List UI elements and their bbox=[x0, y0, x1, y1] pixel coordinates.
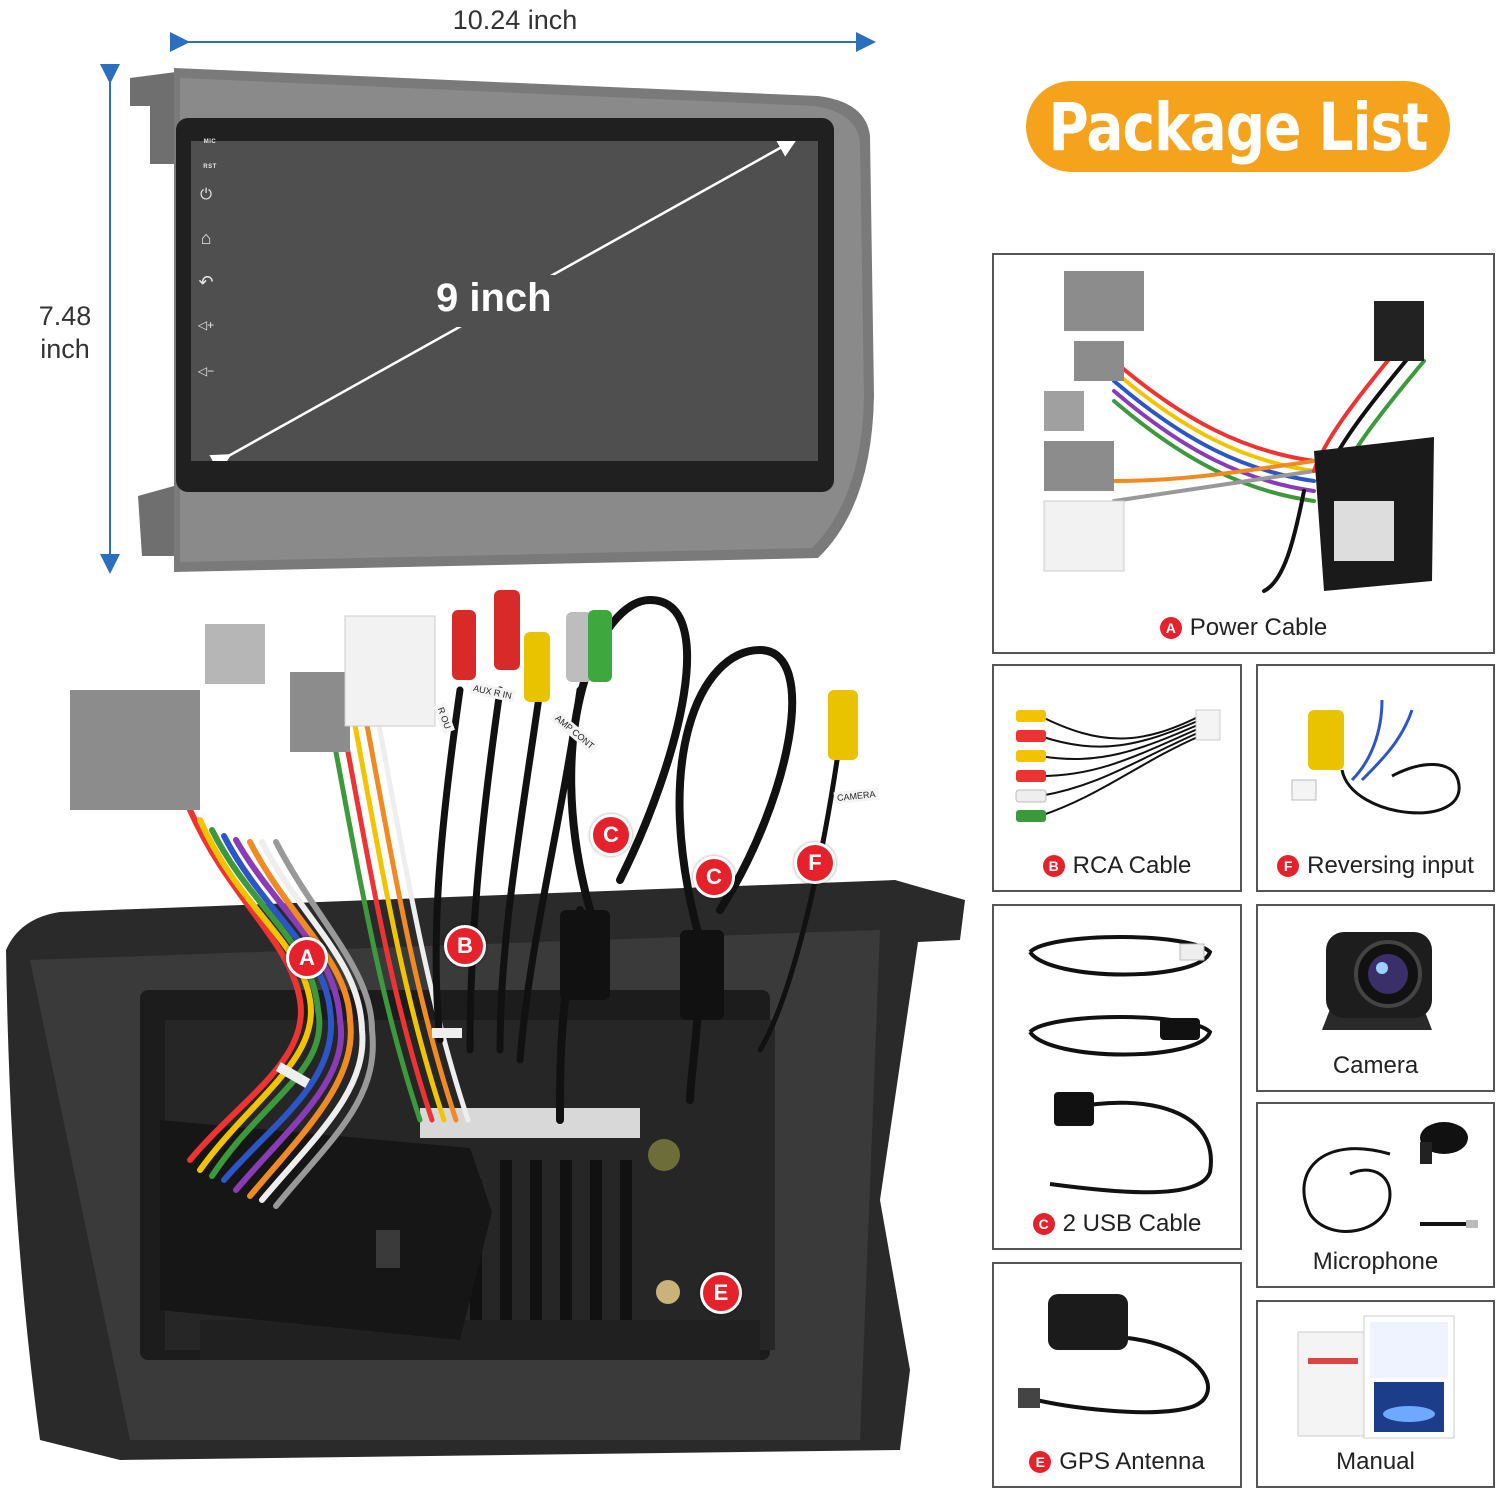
package-item-reversing-input: F Reversing input bbox=[1256, 664, 1495, 892]
diagonal-size-arrow bbox=[209, 141, 798, 461]
rca-cable-label: B RCA Cable bbox=[994, 852, 1240, 880]
power-cable-image bbox=[1043, 271, 1434, 593]
package-list-title: Package List bbox=[1048, 88, 1429, 165]
reversing-input-image bbox=[1291, 699, 1461, 815]
gps-antenna-label: E GPS Antenna bbox=[994, 1448, 1240, 1476]
manual-label: Manual bbox=[1258, 1448, 1493, 1476]
power-cable-text: Power Cable bbox=[1189, 614, 1328, 641]
callout-c-1: C bbox=[590, 814, 632, 856]
usb-cable-label: C 2 USB Cable bbox=[994, 1210, 1240, 1238]
manual-image bbox=[1297, 1315, 1455, 1439]
package-item-rca-cable: B RCA Cable bbox=[992, 664, 1242, 892]
home-icon[interactable]: ⌂ bbox=[200, 228, 212, 248]
reversing-input-label: F Reversing input bbox=[1258, 852, 1493, 880]
camera-image bbox=[1322, 932, 1432, 1030]
height-dimension-unit: inch bbox=[40, 334, 90, 364]
height-dimension-label: 7.48 inch bbox=[20, 300, 110, 366]
callout-c-2: C bbox=[693, 856, 735, 898]
reversing-input-text: Reversing input bbox=[1307, 852, 1474, 879]
camera-label: Camera bbox=[1258, 1052, 1493, 1080]
reset-label: RST bbox=[203, 164, 217, 170]
back-icon[interactable]: ↶ bbox=[198, 272, 214, 292]
power-cable-label: A Power Cable bbox=[994, 614, 1493, 642]
package-item-camera: Camera bbox=[1256, 904, 1495, 1092]
letter-badge-a: A bbox=[1159, 617, 1182, 639]
letter-badge-b: B bbox=[1042, 855, 1065, 877]
package-list-title-pill: Package List bbox=[1026, 81, 1450, 172]
volume-up-icon[interactable]: ◁+ bbox=[197, 318, 215, 332]
microphone-label: Microphone bbox=[1258, 1248, 1493, 1276]
rca-cable-text: RCA Cable bbox=[1072, 852, 1192, 879]
microphone-text: Microphone bbox=[1312, 1248, 1439, 1275]
letter-badge-c: C bbox=[1032, 1213, 1055, 1235]
usb-cable-text: 2 USB Cable bbox=[1062, 1210, 1202, 1237]
callout-e: E bbox=[700, 1272, 742, 1314]
mic-label: MIC bbox=[203, 139, 217, 145]
callout-f: F bbox=[794, 842, 836, 884]
gps-antenna-image bbox=[1018, 1294, 1210, 1415]
letter-badge-f: F bbox=[1277, 855, 1300, 877]
volume-down-icon[interactable]: ◁− bbox=[197, 364, 215, 378]
package-item-microphone: Microphone bbox=[1256, 1102, 1495, 1288]
rear-wiring-photo bbox=[6, 590, 965, 1460]
package-item-gps-antenna: E GPS Antenna bbox=[992, 1262, 1242, 1488]
height-dimension-value: 7.48 bbox=[38, 301, 92, 331]
gps-antenna-text: GPS Antenna bbox=[1059, 1448, 1205, 1475]
letter-badge-e: E bbox=[1029, 1451, 1052, 1473]
usb-cable-image bbox=[1028, 935, 1213, 1195]
screen-size-label: 9 inch bbox=[436, 276, 552, 320]
camera-text: Camera bbox=[1332, 1052, 1419, 1079]
package-item-manual: Manual bbox=[1256, 1300, 1495, 1488]
width-dimension-label: 10.24 inch bbox=[452, 5, 578, 35]
rca-cable-image bbox=[1015, 709, 1221, 822]
package-item-usb-cable: C 2 USB Cable bbox=[992, 904, 1242, 1250]
microphone-image bbox=[1302, 1122, 1478, 1233]
callout-a: A bbox=[286, 937, 328, 979]
manual-text: Manual bbox=[1336, 1448, 1415, 1475]
callout-b: B bbox=[444, 925, 486, 967]
package-item-power-cable: A Power Cable bbox=[992, 253, 1495, 654]
power-icon[interactable]: ⏻ bbox=[200, 186, 212, 203]
